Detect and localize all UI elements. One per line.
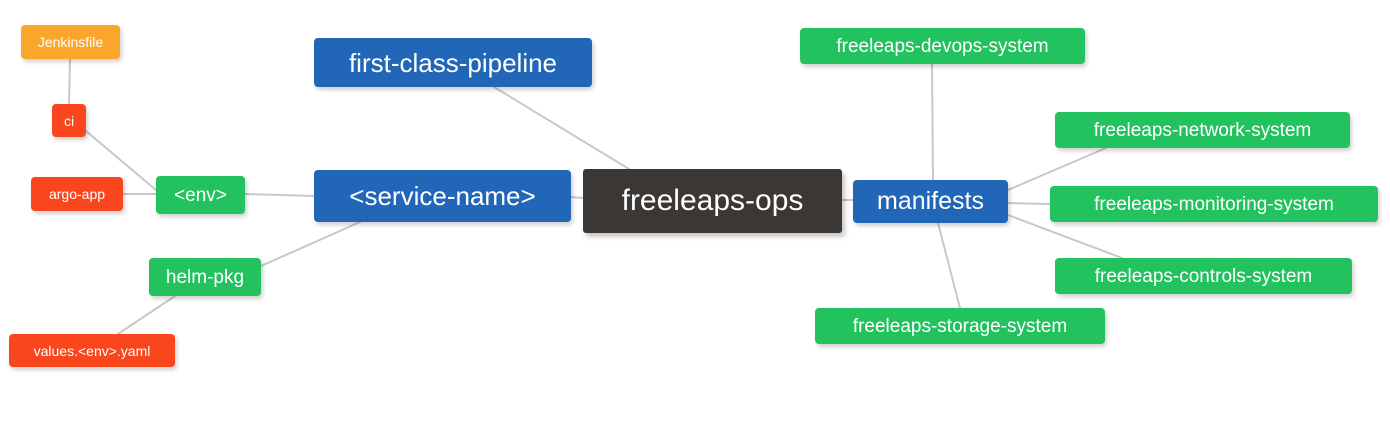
node-label: ci [63, 112, 75, 129]
node-label: freeleaps-devops-system [836, 35, 1049, 57]
node-jenkinsfile[interactable]: Jenkinsfile [21, 25, 120, 59]
node-controls[interactable]: freeleaps-controls-system [1055, 258, 1352, 294]
edge-manifests-to-storage [937, 222, 961, 309]
node-label: freeleaps-monitoring-system [1094, 193, 1334, 215]
node-label: freeleaps-storage-system [852, 315, 1068, 337]
node-ci[interactable]: ci [52, 104, 86, 137]
edge-helm-pkg-to-service-name [260, 221, 361, 267]
node-freeleaps-ops[interactable]: freeleaps-ops [583, 169, 842, 233]
edge-manifests-to-monitoring [1007, 202, 1051, 205]
node-manifests[interactable]: manifests [853, 180, 1008, 223]
node-argo-app[interactable]: argo-app [31, 177, 123, 211]
node-label: first-class-pipeline [348, 47, 558, 78]
node-label: manifests [877, 187, 984, 215]
node-label: argo-app [48, 186, 106, 202]
node-values-yaml[interactable]: values.<env>.yaml [9, 334, 175, 367]
edge-first-class-pipeline-to-freeleaps-ops [493, 86, 630, 170]
edge-manifests-to-network [1007, 147, 1107, 191]
node-label: values.<env>.yaml [33, 342, 151, 359]
edge-service-name-to-freeleaps-ops [570, 196, 584, 199]
edge-jenkinsfile-to-ci [68, 58, 71, 105]
node-label: freeleaps-ops [621, 184, 804, 217]
edge-env-to-service-name [244, 193, 315, 197]
node-first-class-pipeline[interactable]: first-class-pipeline [314, 38, 592, 87]
node-monitoring[interactable]: freeleaps-monitoring-system [1050, 186, 1378, 222]
node-storage[interactable]: freeleaps-storage-system [815, 308, 1105, 344]
edge-manifests-to-devops [931, 63, 934, 181]
node-devops[interactable]: freeleaps-devops-system [800, 28, 1085, 64]
node-helm-pkg[interactable]: helm-pkg [149, 258, 261, 296]
node-label: Jenkinsfile [37, 34, 104, 50]
node-label: <env> [174, 184, 227, 206]
node-label: freeleaps-network-system [1093, 119, 1312, 141]
node-service-name[interactable]: <service-name> [314, 170, 571, 222]
node-network[interactable]: freeleaps-network-system [1055, 112, 1350, 148]
node-label: freeleaps-controls-system [1094, 265, 1313, 287]
node-label: helm-pkg [165, 266, 245, 288]
edge-values-yaml-to-helm-pkg [117, 295, 176, 335]
node-label: <service-name> [349, 181, 536, 211]
node-env[interactable]: <env> [156, 176, 245, 214]
